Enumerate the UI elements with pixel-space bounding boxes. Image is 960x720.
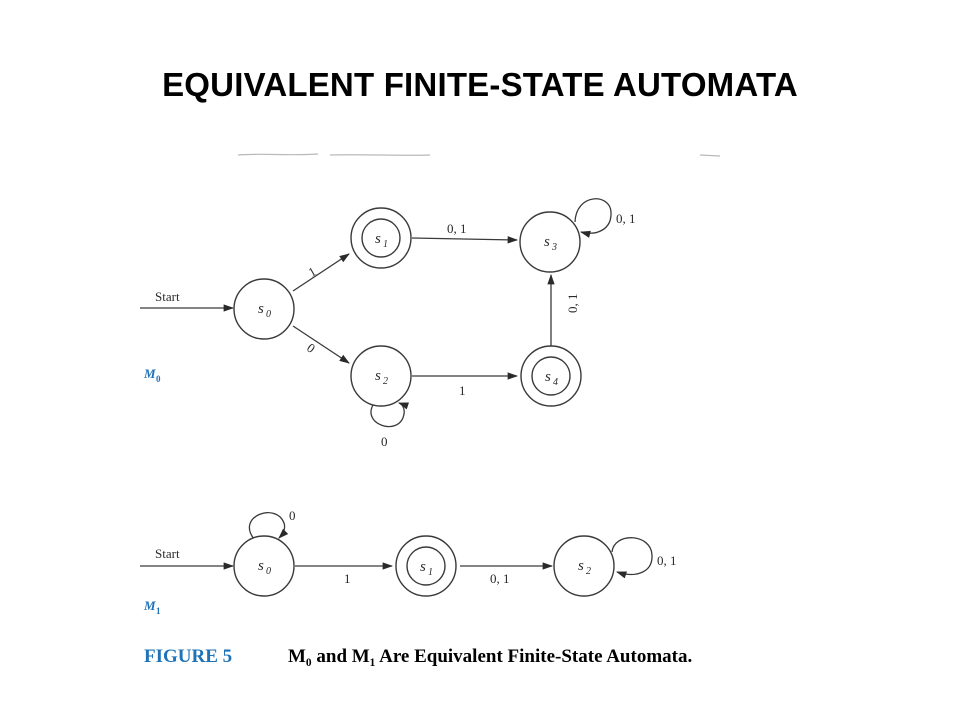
m1-state-s0: s 0	[233, 535, 295, 597]
m0-edge-s0-s1	[292, 253, 350, 292]
svg-text:s: s	[420, 559, 426, 575]
svg-text:s: s	[544, 234, 550, 250]
svg-text:s: s	[545, 369, 551, 385]
svg-text:1: 1	[156, 606, 161, 616]
m0-loop-s2	[370, 401, 410, 428]
m0-label-s2-loop: 0	[381, 434, 388, 449]
svg-text:0: 0	[156, 374, 161, 384]
svg-text:1: 1	[383, 239, 388, 250]
m1-loop-s0	[248, 512, 289, 540]
m1-name: M 1	[143, 598, 161, 616]
svg-text:s: s	[258, 558, 264, 574]
m0-label-s1-s3: 0, 1	[447, 221, 467, 236]
m1-state-s2: s 2	[553, 535, 615, 597]
m1-loop-s2	[611, 537, 653, 579]
m0-start-label: Start	[155, 289, 180, 304]
svg-text:0: 0	[266, 566, 271, 577]
svg-text:s: s	[258, 301, 264, 317]
m0-label-s2-s4: 1	[459, 383, 466, 398]
m0-edge-s0-s2	[292, 325, 350, 364]
svg-text:4: 4	[553, 377, 558, 388]
m0-state-s3: s 3	[519, 211, 581, 273]
svg-text:s: s	[375, 368, 381, 384]
m1-start-label: Start	[155, 546, 180, 561]
m1-state-s1: s 1	[395, 535, 457, 597]
svg-text:M: M	[143, 598, 156, 613]
m1-label-s0-loop: 0	[289, 508, 296, 523]
figure-caption-label: FIGURE 5	[144, 646, 232, 667]
svg-text:0: 0	[266, 309, 271, 320]
svg-text:s: s	[375, 231, 381, 247]
m0-state-s2: s 2	[350, 345, 412, 407]
m1-label-s2-loop: 0, 1	[657, 553, 677, 568]
svg-text:1: 1	[428, 567, 433, 578]
m0-state-s4: s 4	[520, 345, 582, 407]
m0-automaton: Start 1 0 0, 1 0 1 0, 1 0, 1 s 0 s 1	[140, 198, 636, 449]
slide-title: EQUIVALENT FINITE-STATE AUTOMATA	[162, 66, 798, 103]
m1-label-s1-s2: 0, 1	[490, 571, 510, 586]
svg-text:3: 3	[551, 242, 557, 253]
m1-label-s0-s1: 1	[344, 571, 351, 586]
m0-label-s3-loop: 0, 1	[616, 211, 636, 226]
m0-edge-s1-s3	[411, 236, 519, 244]
m0-state-s1: s 1	[350, 207, 412, 269]
svg-text:2: 2	[383, 376, 388, 387]
svg-text:M: M	[143, 366, 156, 381]
m0-name: M 0	[143, 366, 161, 384]
m1-automaton: Start 0 1 0, 1 0, 1 s 0 s 1 s 2 M 1	[140, 508, 677, 616]
svg-text:s: s	[578, 558, 584, 574]
scan-artifact	[237, 153, 721, 157]
m0-label-s4-s3: 0, 1	[565, 294, 580, 314]
figure-caption-text: M₀ and M₁ Are Equivalent Finite-State Au…	[288, 646, 692, 667]
figure-caption: FIGURE 5 M₀ and M₁ Are Equivalent Finite…	[144, 646, 692, 667]
svg-text:2: 2	[586, 566, 591, 577]
m0-label-s0-s1: 1	[306, 264, 319, 280]
m0-loop-s3	[574, 198, 612, 238]
m0-label-s0-s2: 0	[304, 340, 318, 356]
m0-state-s0: s 0	[233, 278, 295, 340]
